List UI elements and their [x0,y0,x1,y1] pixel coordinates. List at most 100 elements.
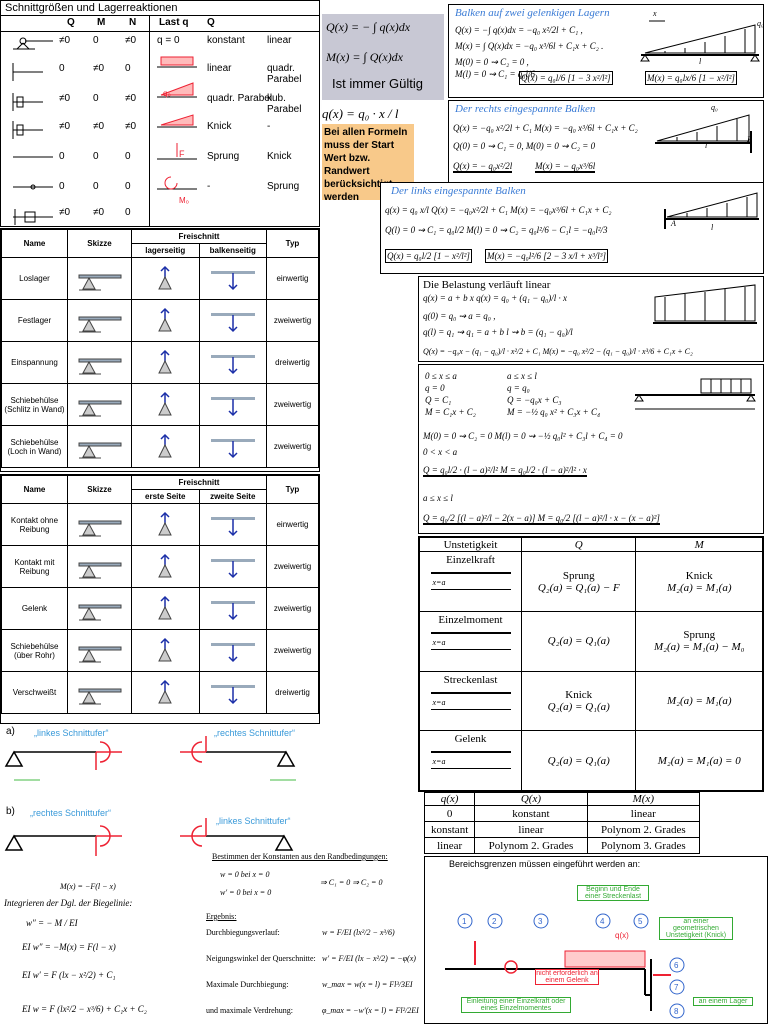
row-q: ≠0 [59,35,71,46]
lager-force-icon [210,396,255,416]
row-m: 0 [93,35,99,46]
kontakt-sub-0: erste Seite [131,489,200,504]
ust-name: Gelenk [454,733,487,746]
deg-cell: konstant [474,805,588,822]
ll-title: Die Belastung verläuft linear [423,279,551,291]
bg-eq-4: Q(x) = q₀l/6 [1 − 3 x²/l²] [519,71,613,85]
pw-bc: M(0) = 0 ⇝ C₂ = 0 M(l) = 0 ⇝ −½ q₀l² + C… [423,431,623,441]
lager-freischnitt-1 [131,257,200,300]
ust-xa: x=a [432,578,446,588]
schnittufer-b-rechts: „rechtes Schnittufer“ [30,808,112,818]
kontakt-sketch [67,545,132,588]
le-eq-2: Q(x) = q₀l/2 [1 − x²/l²] [385,249,472,263]
bereich-note-3: Einleitung einer Einzelkraft oder eines … [461,997,571,1013]
lager-typ: zweiwertig [266,299,319,342]
ust-q: Q₂(a) = Q₁(a) [547,700,610,713]
row-n: 0 [125,151,131,162]
label-M0: M₀ [179,196,189,205]
bereich-note-2: nicht erforderlich an einem Gelenk [535,969,599,985]
integral-note: Ist immer Gültig [332,76,424,91]
kontakt-force-icon [210,516,255,536]
row-n: ≠0 [125,35,137,46]
lager-sketch [67,383,132,426]
ust-m-cell: M₂(a) = M₁(a) [635,670,763,732]
re-q0: q₀ [711,103,718,112]
support-sketches [12,37,53,225]
row-mtype: linear [267,35,292,46]
label-q0: q₀ [163,89,171,98]
integral-box: Q(x) = − ∫ q(x)dx M(x) = ∫ Q(x)dx Ist im… [322,14,444,100]
pw-right-eq: q = q₀ [507,383,530,393]
kontakt-freischnitt-1 [131,587,200,630]
kontakt-force-icon [158,511,173,535]
svg-text:4: 4 [600,917,605,926]
kontakt-sketch [67,629,132,672]
bg-eq-3: M(l) = 0 ⇝ C₁ = q₀l/6 [455,69,535,79]
schnittufer-a: a) „linkes Schnittufer“ „rechtes Schnitt… [0,726,320,800]
le-A: A [671,219,676,228]
lager-typ: einwertig [266,257,319,300]
kontakt-freischnitt-1 [131,671,200,714]
balken-gelenkig-title: Balken auf zwei gelenkigen Lagern [455,7,610,19]
kontakt-sketch [67,671,132,714]
row-qtype: Knick [207,121,232,132]
lager-force-icon [158,433,173,457]
lager-sketch [67,257,132,300]
ust-xa: x=a [432,638,446,648]
row-m: ≠0 [93,121,105,132]
erg-formula: w_max = w(x = l) = Fl³/3EI [322,980,413,989]
kontakt-name: Verschweißt [1,671,68,714]
lager-name: Festlager [1,299,68,342]
bereich-panel: Bereichsgrenzen müssen eingeführt werden… [424,856,768,1024]
ll-beam-sketch [653,284,757,324]
lager-sketch-icon [78,316,121,332]
pw-left-eq: 0 ≤ x ≤ a [425,371,457,381]
ust-q: Q₂(a) = Q₁(a) − F [537,581,620,594]
ust-name: Streckenlast [443,673,498,686]
lager-force-icon [158,307,173,331]
lager-sub-1: balkenseitig [198,243,267,258]
pw-left-eq: q = 0 [425,383,445,393]
ust-name-cell: Gelenk x=a [419,730,522,791]
kontakt-h-freischnitt: Freischnitt [131,475,267,490]
lager-sub-0: lagerseitig [131,243,200,258]
balken-gelenkig-panel: Balken auf zwei gelenkigen Lagern Q(x) =… [448,4,764,98]
schnittufer-a-sketch [4,736,296,781]
ust-m-head: Knick [685,569,713,582]
kontakt-sketch [67,587,132,630]
ust-q-head: Knick [565,688,593,701]
integral-q: Q(x) = − ∫ q(x)dx [326,20,411,34]
deg-cell: linear [474,821,588,838]
ust-m-head: Sprung [683,629,716,642]
erg-label: Maximale Durchbiegung: [206,980,289,989]
lager-typ: zweiwertig [266,425,319,468]
ust-sketch: x=a [430,572,511,591]
ust-q: Q₂(a) = Q₁(a) [547,635,610,648]
schnittufer-a-label: a) [6,726,15,737]
kontakt-typ: zweiwertig [266,545,319,588]
deg-header: q(x) [423,792,476,806]
kontakt-force-icon [158,637,173,661]
load-sketches [157,56,197,190]
lager-h-name: Name [1,229,68,258]
ust-sketch: x=a [430,751,511,770]
header-n: N [129,17,137,28]
bl-integ-title: Integrieren der Dgl. der Biegelinie: [4,898,133,908]
lager-name: Einspannung [1,341,68,384]
row-qtype: Sprung [207,151,240,162]
kontakt-freischnitt-2 [198,629,267,672]
bg-q0: q₀ [757,19,764,28]
